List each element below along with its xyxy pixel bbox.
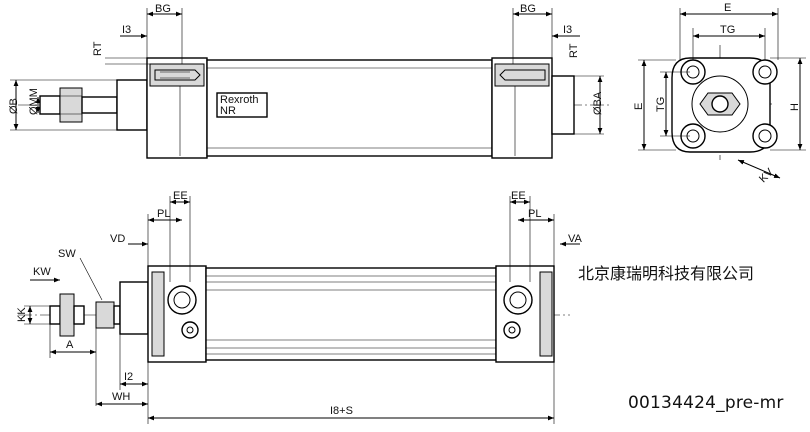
drawing-code: 00134424_pre-mr [628,393,784,413]
dim-rt-right: RT [568,43,580,58]
dim-e-top: E [724,2,731,14]
dim-kv: KV [757,166,776,185]
dim-h: H [789,103,801,111]
nameplate-brand: Rexroth [220,94,259,106]
dim-ob: ØB [8,98,20,114]
dim-bg-right: BG [520,3,536,15]
dim-ee-left: EE [173,190,188,202]
dim-pl-right: PL [528,208,541,220]
dim-i3-left: I3 [122,24,131,36]
dim-wh: WH [112,391,130,403]
dim-i3-right: I3 [563,24,572,36]
dim-tg-top: TG [720,24,735,36]
dim-rt-left: RT [92,41,104,56]
bottom-top-view: EE PL VD EE PL VA SW KW KK A I2 WH [16,190,583,424]
top-side-view: Rexroth NR BG I3 RT BG I3 RT ØB ØMM [8,3,610,159]
dim-sw: SW [58,248,76,260]
dim-kw: KW [33,266,51,278]
dim-kk: KK [16,307,28,322]
dim-va: VA [568,233,583,245]
end-view: E TG E TG H KV [633,2,806,185]
company-watermark: 北京康瑞明科技有限公司 [578,264,755,283]
dim-i8-s: I8+S [330,405,353,417]
dim-pl-left: PL [157,208,170,220]
dim-vd: VD [110,233,125,245]
dim-i2: I2 [124,371,133,383]
dim-a: A [66,339,74,351]
dim-bg-left: BG [155,3,171,15]
dim-e-side: E [633,103,645,110]
dim-oba: ØBA [592,91,604,115]
dim-tg-side: TG [655,97,667,112]
nameplate-text: NR [220,105,236,117]
dim-ee-right: EE [511,190,526,202]
dim-omm: ØMM [28,88,40,115]
